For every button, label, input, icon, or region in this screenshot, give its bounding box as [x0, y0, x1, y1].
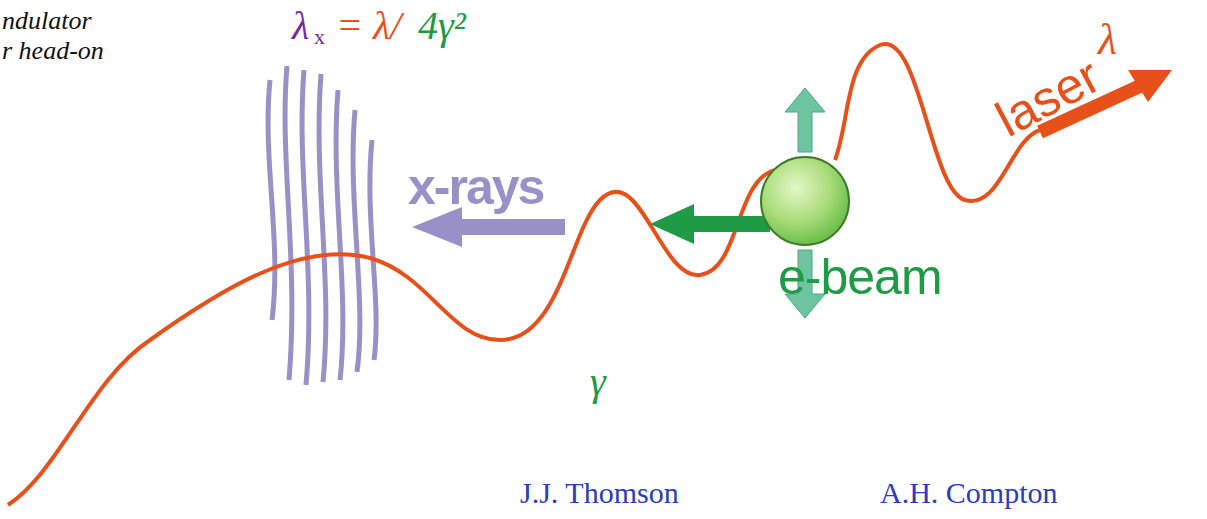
equation-part: = λ/	[336, 2, 401, 49]
xray-label: x-rays	[408, 158, 543, 216]
gamma-label: γ	[590, 358, 606, 405]
xray-packet	[268, 66, 376, 385]
equation-part: 4γ²	[418, 2, 466, 49]
gamma-arrow	[650, 204, 770, 244]
wavelength-label: λ	[1098, 14, 1117, 65]
electron-bunch	[761, 157, 849, 245]
note-text: r head-on	[2, 36, 104, 66]
equation-subscript: x	[314, 24, 325, 50]
laser-wave	[8, 44, 1040, 505]
author-name: J.J. Thomson	[520, 476, 679, 510]
author-name: A.H. Compton	[880, 476, 1058, 510]
ebeam-label: e-beam	[778, 248, 942, 306]
note-text: ndulator	[2, 6, 92, 36]
equation-symbol: λ	[292, 2, 309, 49]
